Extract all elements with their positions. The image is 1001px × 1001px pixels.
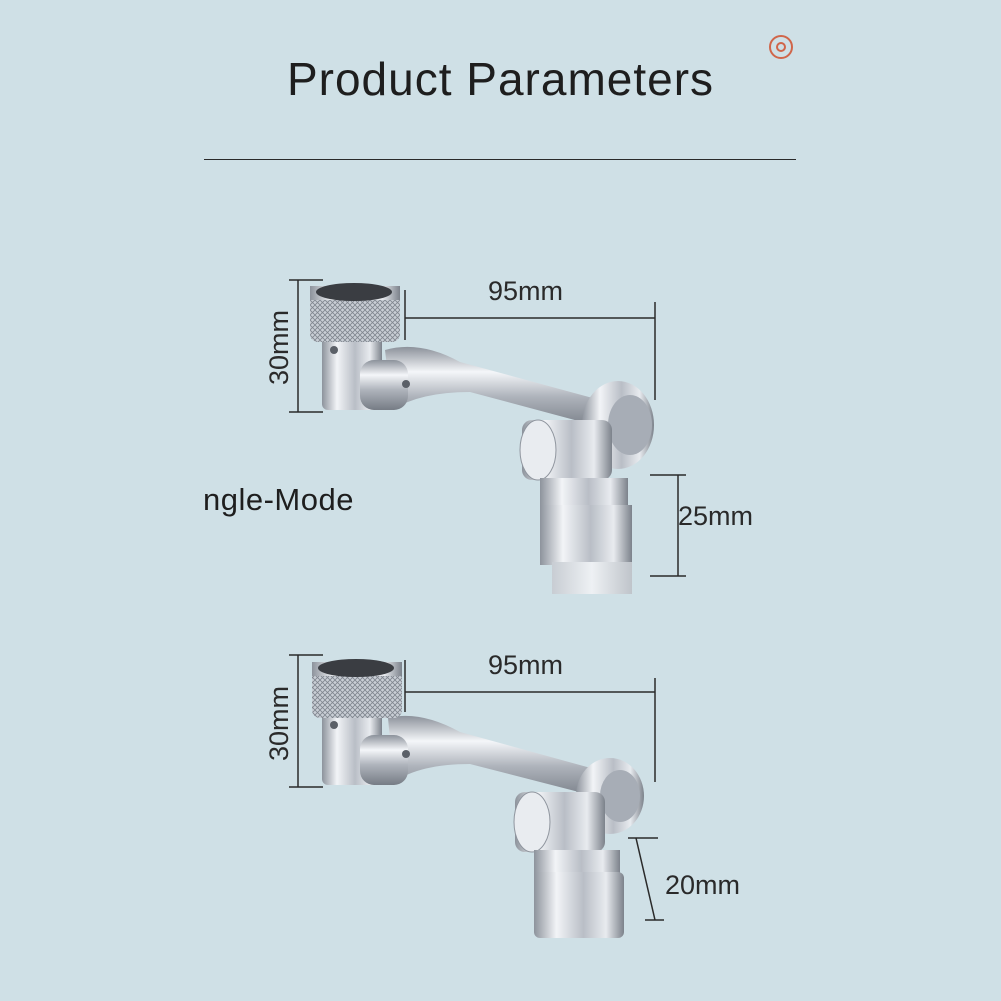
title-divider [204, 159, 796, 160]
target-icon [769, 35, 793, 59]
bottom-width-label: 95mm [488, 650, 564, 680]
mode-label: ngle-Mode [203, 482, 354, 517]
bottom-spout-label: 20mm [665, 870, 741, 900]
page-title: Product Parameters [286, 53, 715, 105]
top-faucet-diagram [289, 279, 686, 594]
top-width-label: 95mm [488, 276, 564, 306]
bottom-faucet-diagram [289, 654, 664, 938]
top-spout-label: 25mm [678, 501, 754, 531]
